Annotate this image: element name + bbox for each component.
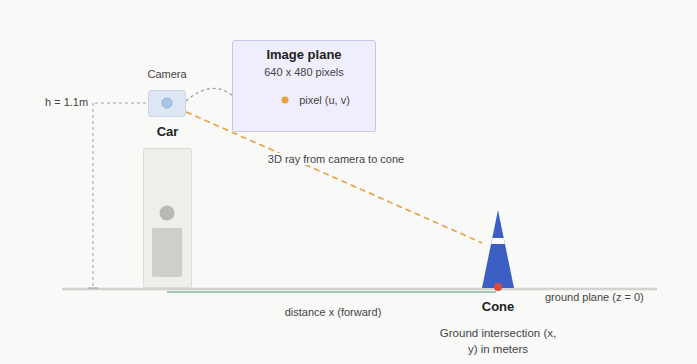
box-title: Image plane [266, 47, 341, 62]
image-plane-box: Image plane 640 x 480 pixels pixel (u, v) [232, 40, 376, 132]
driver-head [160, 206, 175, 221]
distance-label: distance x (forward) [285, 306, 382, 318]
cone-label: Cone [482, 299, 515, 314]
lens-circle [162, 98, 172, 108]
link-curve [186, 88, 232, 101]
ground-line [62, 288, 657, 291]
driver-figure [143, 148, 192, 288]
cone-body [482, 210, 514, 288]
ground-point [494, 283, 502, 291]
height-label: h = 1.1m [45, 96, 88, 108]
height-dash-horizontal [95, 103, 148, 104]
cone-figure: ConeGround intersection (x, y) in meters [482, 210, 514, 290]
camera-lens [149, 91, 187, 118]
driver-body [152, 228, 182, 277]
pixel-row: pixel (u, v) [280, 94, 350, 106]
height-tick [88, 288, 98, 289]
height-dash-vertical [93, 103, 94, 288]
camera-box: Camera [148, 90, 186, 117]
distance-line [167, 291, 496, 292]
pixel-label: pixel (u, v) [299, 94, 350, 106]
car-body: Car [143, 148, 192, 288]
ground-plane-label: ground plane (z = 0) [545, 291, 644, 303]
cone-band [491, 238, 505, 244]
ray-label: 3D ray from camera to cone [266, 153, 406, 165]
pixel-dot [280, 95, 290, 105]
intersection-label: Ground intersection (x, y) in meters [436, 325, 560, 357]
camera-label: Camera [147, 68, 186, 80]
resolution-text: 640 x 480 pixels [264, 66, 344, 78]
car-label: Car [157, 124, 179, 139]
pixel-dot-circle [282, 97, 289, 104]
cone-shape [478, 210, 518, 294]
connector [186, 88, 232, 101]
